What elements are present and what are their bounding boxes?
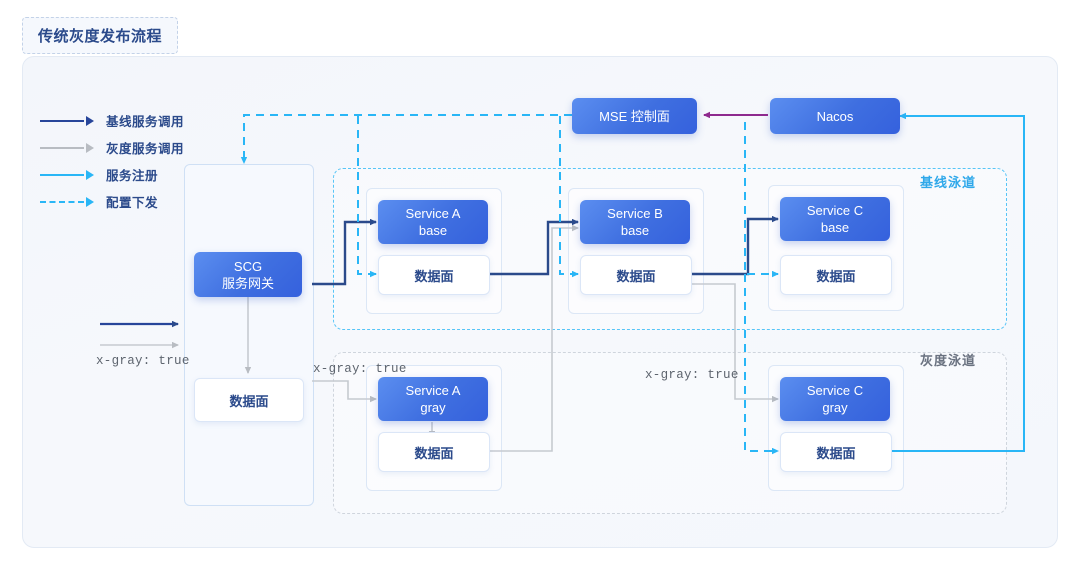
node-service-c-base[interactable]: Service C base [780, 197, 890, 241]
wire-config-push-service-c-base [744, 122, 779, 278]
node-scg-gateway[interactable]: SCG 服务网关 [194, 252, 302, 297]
node-label-line1: Service A [405, 206, 461, 221]
node-service-c-base-dataplane[interactable]: 数据面 [780, 255, 892, 295]
lane-baseline [333, 168, 1007, 330]
annotation-xgray-service-c: x-gray: true [645, 368, 739, 382]
node-label-line2: gray [822, 400, 848, 415]
node-service-c-gray-dataplane[interactable]: 数据面 [780, 432, 892, 472]
lane-gray-label: 灰度泳道 [920, 353, 977, 368]
node-label-line1: Service C [806, 383, 864, 398]
node-label: 数据面 [414, 268, 454, 284]
node-label: 数据面 [229, 393, 269, 409]
node-service-b-base[interactable]: Service B base [580, 200, 690, 244]
legend-item-service-register: 服务注册 [40, 161, 184, 188]
node-label-line1: Service A [405, 383, 461, 398]
node-service-a-gray-dataplane[interactable]: 数据面 [378, 432, 490, 472]
node-label-line2: 服务网关 [221, 275, 274, 291]
node-service-b-base-dataplane[interactable]: 数据面 [580, 255, 692, 295]
annotation-xgray-service-a: x-gray: true [313, 362, 407, 376]
node-label: Nacos [816, 108, 854, 124]
node-label-line2: gray [420, 400, 446, 415]
page-title: 传统灰度发布流程 [37, 28, 162, 45]
lane-baseline-label: 基线泳道 [920, 175, 977, 190]
wire-config-push-service-a-base [357, 116, 377, 278]
diagram-title-chip: 传统灰度发布流程 [22, 17, 178, 54]
legend: 基线服务调用 灰度服务调用 服务注册 配置下发 [40, 107, 184, 215]
node-label-line2: base [820, 220, 850, 235]
node-label-line2: base [418, 223, 448, 238]
node-service-a-base-dataplane[interactable]: 数据面 [378, 255, 490, 295]
node-mse-control-plane[interactable]: MSE 控制面 [572, 98, 697, 134]
wire-service-b-to-service-c-gray [690, 283, 779, 403]
legend-label: 基线服务调用 [106, 115, 185, 129]
node-service-a-gray[interactable]: Service A gray [378, 377, 488, 421]
arrow-line-icon [40, 142, 94, 154]
legend-label: 配置下发 [106, 196, 159, 210]
annotation-xgray-ingress: x-gray: true [96, 354, 190, 368]
arrow-dashed-icon [40, 196, 94, 208]
wire-gateway-to-service-a-base [312, 218, 377, 286]
node-service-a-base[interactable]: Service A base [378, 200, 488, 244]
node-label: 数据面 [616, 268, 656, 284]
legend-item-config-push: 配置下发 [40, 188, 184, 215]
node-gateway-dataplane[interactable]: 数据面 [194, 378, 304, 422]
wire-service-a-gray-to-service-b [487, 224, 579, 452]
gateway-container [184, 164, 314, 506]
node-label-line1: Service C [806, 203, 864, 218]
node-label: 数据面 [816, 268, 856, 284]
legend-item-baseline-call: 基线服务调用 [40, 107, 184, 134]
node-label: 数据面 [414, 445, 454, 461]
node-service-c-gray[interactable]: Service C gray [780, 377, 890, 421]
node-label-line1: SCG [233, 258, 263, 274]
wire-service-register-to-nacos [890, 112, 1025, 452]
node-label-line2: base [620, 223, 650, 238]
wire-config-push-service-c-gray [744, 274, 779, 455]
legend-label: 灰度服务调用 [106, 142, 185, 156]
wire-config-push-service-b-base [559, 116, 579, 278]
arrow-line-icon [40, 115, 94, 127]
wire-gateway-to-service-a-gray [312, 380, 377, 403]
wire-config-push-gateway [240, 114, 572, 164]
node-label-line1: Service B [607, 206, 663, 221]
legend-item-gray-call: 灰度服务调用 [40, 134, 184, 161]
wire-service-a-to-service-b [487, 218, 579, 276]
node-label: MSE 控制面 [599, 108, 670, 124]
node-label: 数据面 [816, 445, 856, 461]
arrow-line-icon [40, 169, 94, 181]
wire-service-b-to-service-c-base [690, 215, 779, 276]
node-nacos[interactable]: Nacos [770, 98, 900, 134]
legend-label: 服务注册 [106, 169, 159, 183]
